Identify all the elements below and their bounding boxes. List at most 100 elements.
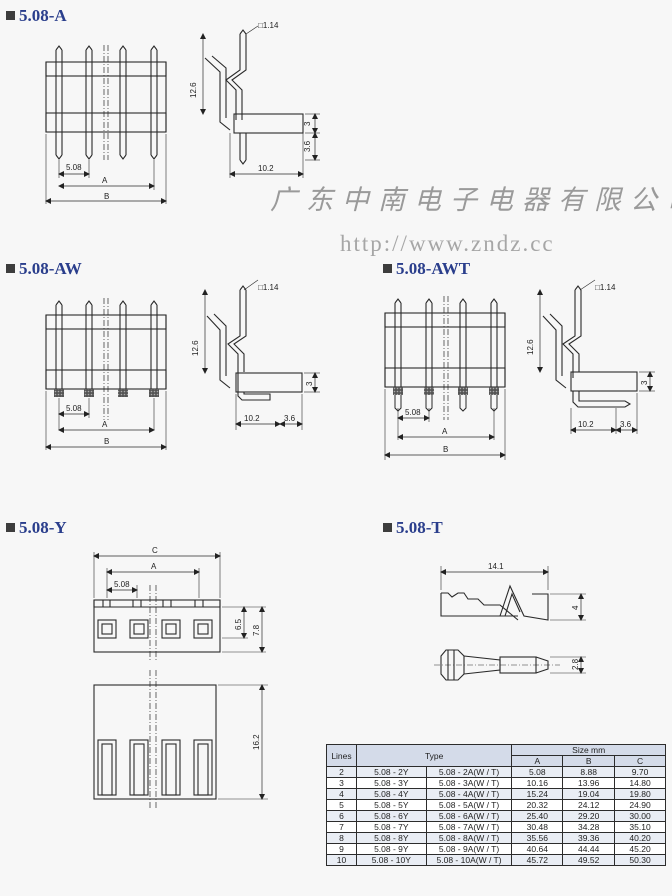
- drawing-5-08-awt-front: [384, 296, 506, 460]
- dim-3-label: 3: [305, 381, 314, 386]
- dim-width-label: 10.2: [578, 420, 594, 429]
- dim-pitch-label: 5.08: [405, 408, 421, 417]
- dim-3-6-label: 3.6: [303, 140, 312, 152]
- dim-height-label: 12.6: [189, 82, 198, 98]
- dim-width-label: 10.2: [244, 414, 260, 423]
- drawing-5-08-t-terminal: [434, 566, 586, 681]
- dim-b-label: B: [104, 437, 109, 446]
- cell-y-type: 5.08 - 10Y: [355, 854, 427, 866]
- cell-a-type: 5.08 - 6A(W / T): [425, 810, 513, 822]
- dim-pitch-label: 5.08: [66, 163, 82, 172]
- header-b: B: [562, 755, 616, 767]
- dim-14-1-label: 14.1: [488, 562, 504, 571]
- dim-pitch-label: 5.08: [114, 580, 130, 589]
- section-title-text: 5.08-Y: [19, 518, 67, 537]
- bullet-square-icon: [383, 264, 392, 273]
- cell-a-type: 5.08 - 8A(W / T): [425, 832, 513, 844]
- cell-a-type: 5.08 - 7A(W / T): [425, 821, 513, 833]
- section-title-text: 5.08-T: [396, 518, 443, 537]
- bullet-square-icon: [6, 11, 15, 20]
- website-watermark: http://www.zndz.cc: [340, 231, 555, 256]
- drawing-5-08-aw-front: [45, 298, 167, 450]
- cell-lines: 6: [326, 810, 357, 822]
- cell-a: 15.24: [511, 788, 564, 800]
- drawing-5-08-aw-side: [202, 279, 320, 430]
- cell-b: 44.44: [562, 843, 616, 855]
- header-size: Size mm: [511, 744, 666, 756]
- company-watermark: 广东中南电子电器有限公司: [270, 185, 672, 216]
- dim-7-8-label: 7.8: [252, 624, 261, 636]
- section-title-text: 5.08-AWT: [396, 259, 471, 278]
- cell-a: 5.08: [511, 766, 564, 778]
- dim-3-label: 3: [303, 121, 312, 126]
- cell-a: 45.72: [511, 854, 564, 866]
- bullet-square-icon: [383, 523, 392, 532]
- cell-b: 8.88: [562, 766, 616, 778]
- section-title-5-08-y: 5.08-Y: [6, 518, 67, 538]
- cell-a-type: 5.08 - 4A(W / T): [425, 788, 513, 800]
- cell-a-type: 5.08 - 9A(W / T): [425, 843, 513, 855]
- cell-c: 50.30: [614, 854, 666, 866]
- cell-c: 45.20: [614, 843, 666, 855]
- cell-a-type: 5.08 - 10A(W / T): [425, 854, 513, 866]
- dim-height-label: 12.6: [526, 339, 535, 355]
- cell-c: 14.80: [614, 777, 666, 789]
- cell-y-type: 5.08 - 4Y: [355, 788, 427, 800]
- cell-b: 29.20: [562, 810, 616, 822]
- drawing-5-08-a-front: [45, 45, 167, 204]
- drawing-5-08-y-front: [93, 670, 268, 810]
- cell-y-type: 5.08 - 3Y: [355, 777, 427, 789]
- cell-b: 13.96: [562, 777, 616, 789]
- dim-3-6-label: 3.6: [284, 414, 296, 423]
- dim-pin-square-label: □1.14: [595, 283, 616, 292]
- cell-a: 10.16: [511, 777, 564, 789]
- cell-c: 24.90: [614, 799, 666, 811]
- dim-a-label: A: [151, 562, 157, 571]
- pins: [55, 45, 158, 160]
- cell-a: 40.64: [511, 843, 564, 855]
- cell-a: 20.32: [511, 799, 564, 811]
- cell-c: 35.10: [614, 821, 666, 833]
- bullet-square-icon: [6, 264, 15, 273]
- dim-16-2-label: 16.2: [252, 734, 261, 750]
- cell-a: 30.48: [511, 821, 564, 833]
- dim-height-label: 12.6: [191, 340, 200, 356]
- drawing-5-08-y-top: [93, 552, 266, 660]
- dim-pin-square-label: □1.14: [258, 21, 279, 30]
- cell-b: 19.04: [562, 788, 616, 800]
- dim-a-label: A: [102, 420, 108, 429]
- drawing-5-08-a-side: [200, 25, 320, 178]
- cell-y-type: 5.08 - 7Y: [355, 821, 427, 833]
- section-title-5-08-awt: 5.08-AWT: [383, 259, 470, 279]
- cell-b: 34.28: [562, 821, 616, 833]
- cell-a-type: 5.08 - 2A(W / T): [425, 766, 513, 778]
- bullet-square-icon: [6, 523, 15, 532]
- section-title-text: 5.08-AW: [19, 259, 82, 278]
- cell-y-type: 5.08 - 9Y: [355, 843, 427, 855]
- cell-lines: 9: [326, 843, 357, 855]
- dim-pin-square-label: □1.14: [258, 283, 279, 292]
- dim-b-label: B: [443, 445, 448, 454]
- cell-c: 19.80: [614, 788, 666, 800]
- side-housing: [233, 113, 304, 134]
- cell-a-type: 5.08 - 3A(W / T): [425, 777, 513, 789]
- cell-lines: 8: [326, 832, 357, 844]
- cell-c: 30.00: [614, 810, 666, 822]
- dim-a-label: A: [442, 427, 448, 436]
- section-title-5-08-aw: 5.08-AW: [6, 259, 82, 279]
- header-a: A: [511, 755, 564, 767]
- cell-a: 35.56: [511, 832, 564, 844]
- cell-b: 24.12: [562, 799, 616, 811]
- cell-c: 9.70: [614, 766, 666, 778]
- cell-y-type: 5.08 - 6Y: [355, 810, 427, 822]
- header-lines: Lines: [326, 744, 357, 767]
- header-type: Type: [355, 744, 513, 767]
